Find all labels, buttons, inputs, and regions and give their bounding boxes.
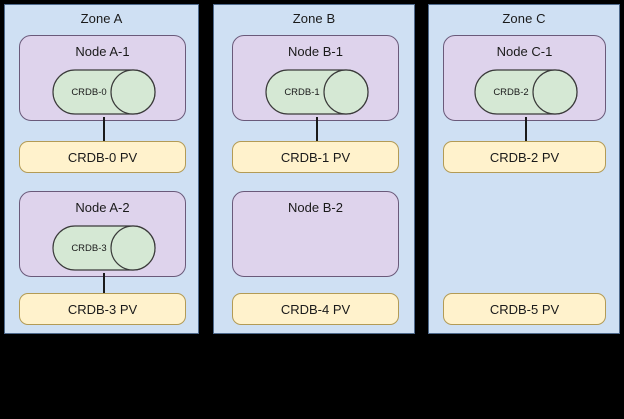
node-b-1-title: Node B-1	[288, 44, 343, 59]
node-a-2-title: Node A-2	[75, 200, 130, 215]
pv-crdb-5[interactable]: CRDB-5 PV	[443, 293, 606, 325]
node-a-2[interactable]: Node A-2 CRDB-3	[19, 191, 186, 277]
zone-c-title: Zone C	[502, 11, 546, 26]
node-c-1-title: Node C-1	[496, 44, 553, 59]
node-b-2-title: Node B-2	[288, 200, 343, 215]
cylinder-icon	[474, 69, 578, 115]
pv-crdb-0[interactable]: CRDB-0 PV	[19, 141, 186, 173]
cylinder-icon	[265, 69, 369, 115]
connector-crdb-1	[316, 117, 318, 141]
cylinder-icon	[52, 225, 156, 271]
connector-crdb-2	[525, 117, 527, 141]
pv-crdb-1[interactable]: CRDB-1 PV	[232, 141, 399, 173]
pv-crdb-2[interactable]: CRDB-2 PV	[443, 141, 606, 173]
zone-c: Zone C Node C-1 CRDB-2 CRDB-2 PV CRDB-5 …	[428, 4, 620, 334]
node-c-1[interactable]: Node C-1 CRDB-2	[443, 35, 606, 121]
cylinder-icon	[52, 69, 156, 115]
pv-crdb-4[interactable]: CRDB-4 PV	[232, 293, 399, 325]
zone-b: Zone B Node B-1 CRDB-1 CRDB-1 PV Node B-…	[213, 4, 415, 334]
pod-crdb-2[interactable]: CRDB-2	[474, 69, 578, 115]
node-b-1[interactable]: Node B-1 CRDB-1	[232, 35, 399, 121]
connector-crdb-3	[103, 273, 105, 297]
connector-crdb-0	[103, 117, 105, 141]
pv-crdb-3[interactable]: CRDB-3 PV	[19, 293, 186, 325]
pod-crdb-1[interactable]: CRDB-1	[265, 69, 369, 115]
node-b-2[interactable]: Node B-2	[232, 191, 399, 277]
zone-b-title: Zone B	[292, 11, 336, 26]
pod-crdb-0[interactable]: CRDB-0	[52, 69, 156, 115]
zone-a-title: Zone A	[80, 11, 123, 26]
node-a-1[interactable]: Node A-1 CRDB-0	[19, 35, 186, 121]
node-a-1-title: Node A-1	[75, 44, 130, 59]
zone-a: Zone A Node A-1 CRDB-0 CRDB-0 PV Node A-…	[4, 4, 199, 334]
pod-crdb-3[interactable]: CRDB-3	[52, 225, 156, 271]
